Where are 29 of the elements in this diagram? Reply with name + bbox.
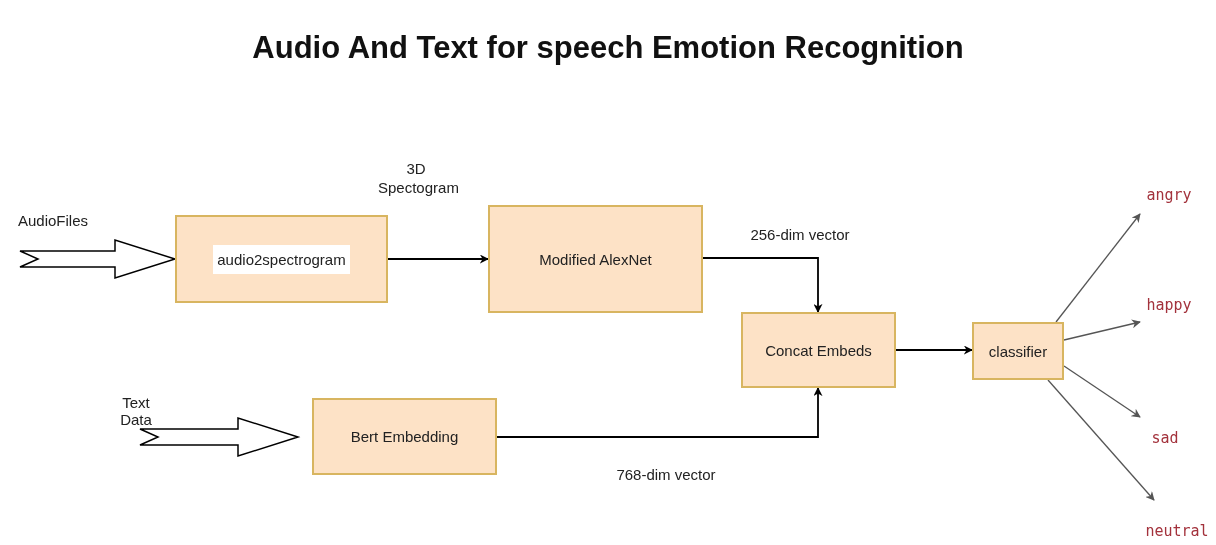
process-box bbox=[312, 398, 497, 475]
process-box bbox=[175, 215, 388, 303]
class-label: neutral bbox=[1145, 522, 1209, 540]
arrow bbox=[702, 257, 823, 313]
block-arrow bbox=[19, 238, 178, 280]
box-label: Modified AlexNet bbox=[539, 250, 652, 268]
arrow bbox=[496, 387, 823, 438]
class-label: happy bbox=[1146, 296, 1192, 314]
box-label: Bert Embedding bbox=[350, 428, 459, 445]
arrow bbox=[895, 345, 973, 355]
edge-label: Text Data bbox=[119, 395, 153, 428]
edge-label: AudioFiles bbox=[16, 212, 89, 231]
arrow bbox=[1055, 213, 1141, 323]
process-box bbox=[488, 205, 703, 313]
arrow bbox=[1063, 365, 1141, 418]
process-box bbox=[741, 312, 896, 388]
edge-label: 256-dim vector bbox=[749, 226, 851, 245]
edge-label: 768-dim vector bbox=[615, 466, 717, 485]
class-label: sad bbox=[1151, 429, 1179, 447]
class-label: angry bbox=[1146, 186, 1192, 204]
box-label: audio2spectrogram bbox=[213, 244, 350, 274]
box-label: classifier bbox=[988, 342, 1048, 360]
process-box bbox=[972, 322, 1064, 380]
arrow bbox=[387, 254, 489, 264]
block-arrow bbox=[139, 416, 301, 458]
box-label: Concat Embeds bbox=[765, 341, 872, 359]
diagram-title: Audio And Text for speech Emotion Recognition bbox=[251, 30, 965, 66]
arrow bbox=[1047, 379, 1155, 501]
arrow bbox=[1063, 319, 1141, 341]
